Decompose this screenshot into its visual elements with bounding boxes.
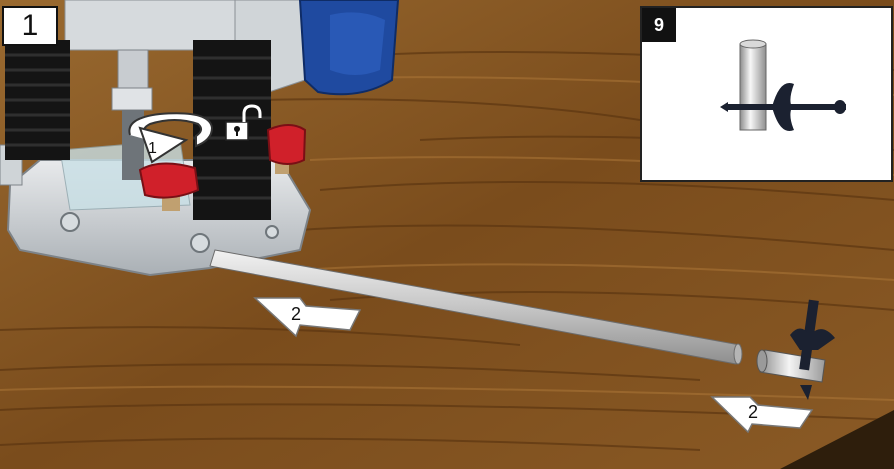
inset-detail-panel: 9: [640, 6, 893, 182]
inset-sleeve: [740, 44, 766, 130]
inset-sleeve-diagram: [642, 8, 891, 180]
rotate-step-label: 1: [148, 140, 157, 157]
step-number: 1: [22, 9, 39, 43]
step-number-badge: 1: [2, 6, 58, 46]
inset-wing-nut: [772, 83, 794, 131]
router-column-left: [5, 40, 70, 160]
push-step-label-lower: 2: [748, 402, 758, 422]
push-step-label-upper: 2: [291, 304, 301, 324]
